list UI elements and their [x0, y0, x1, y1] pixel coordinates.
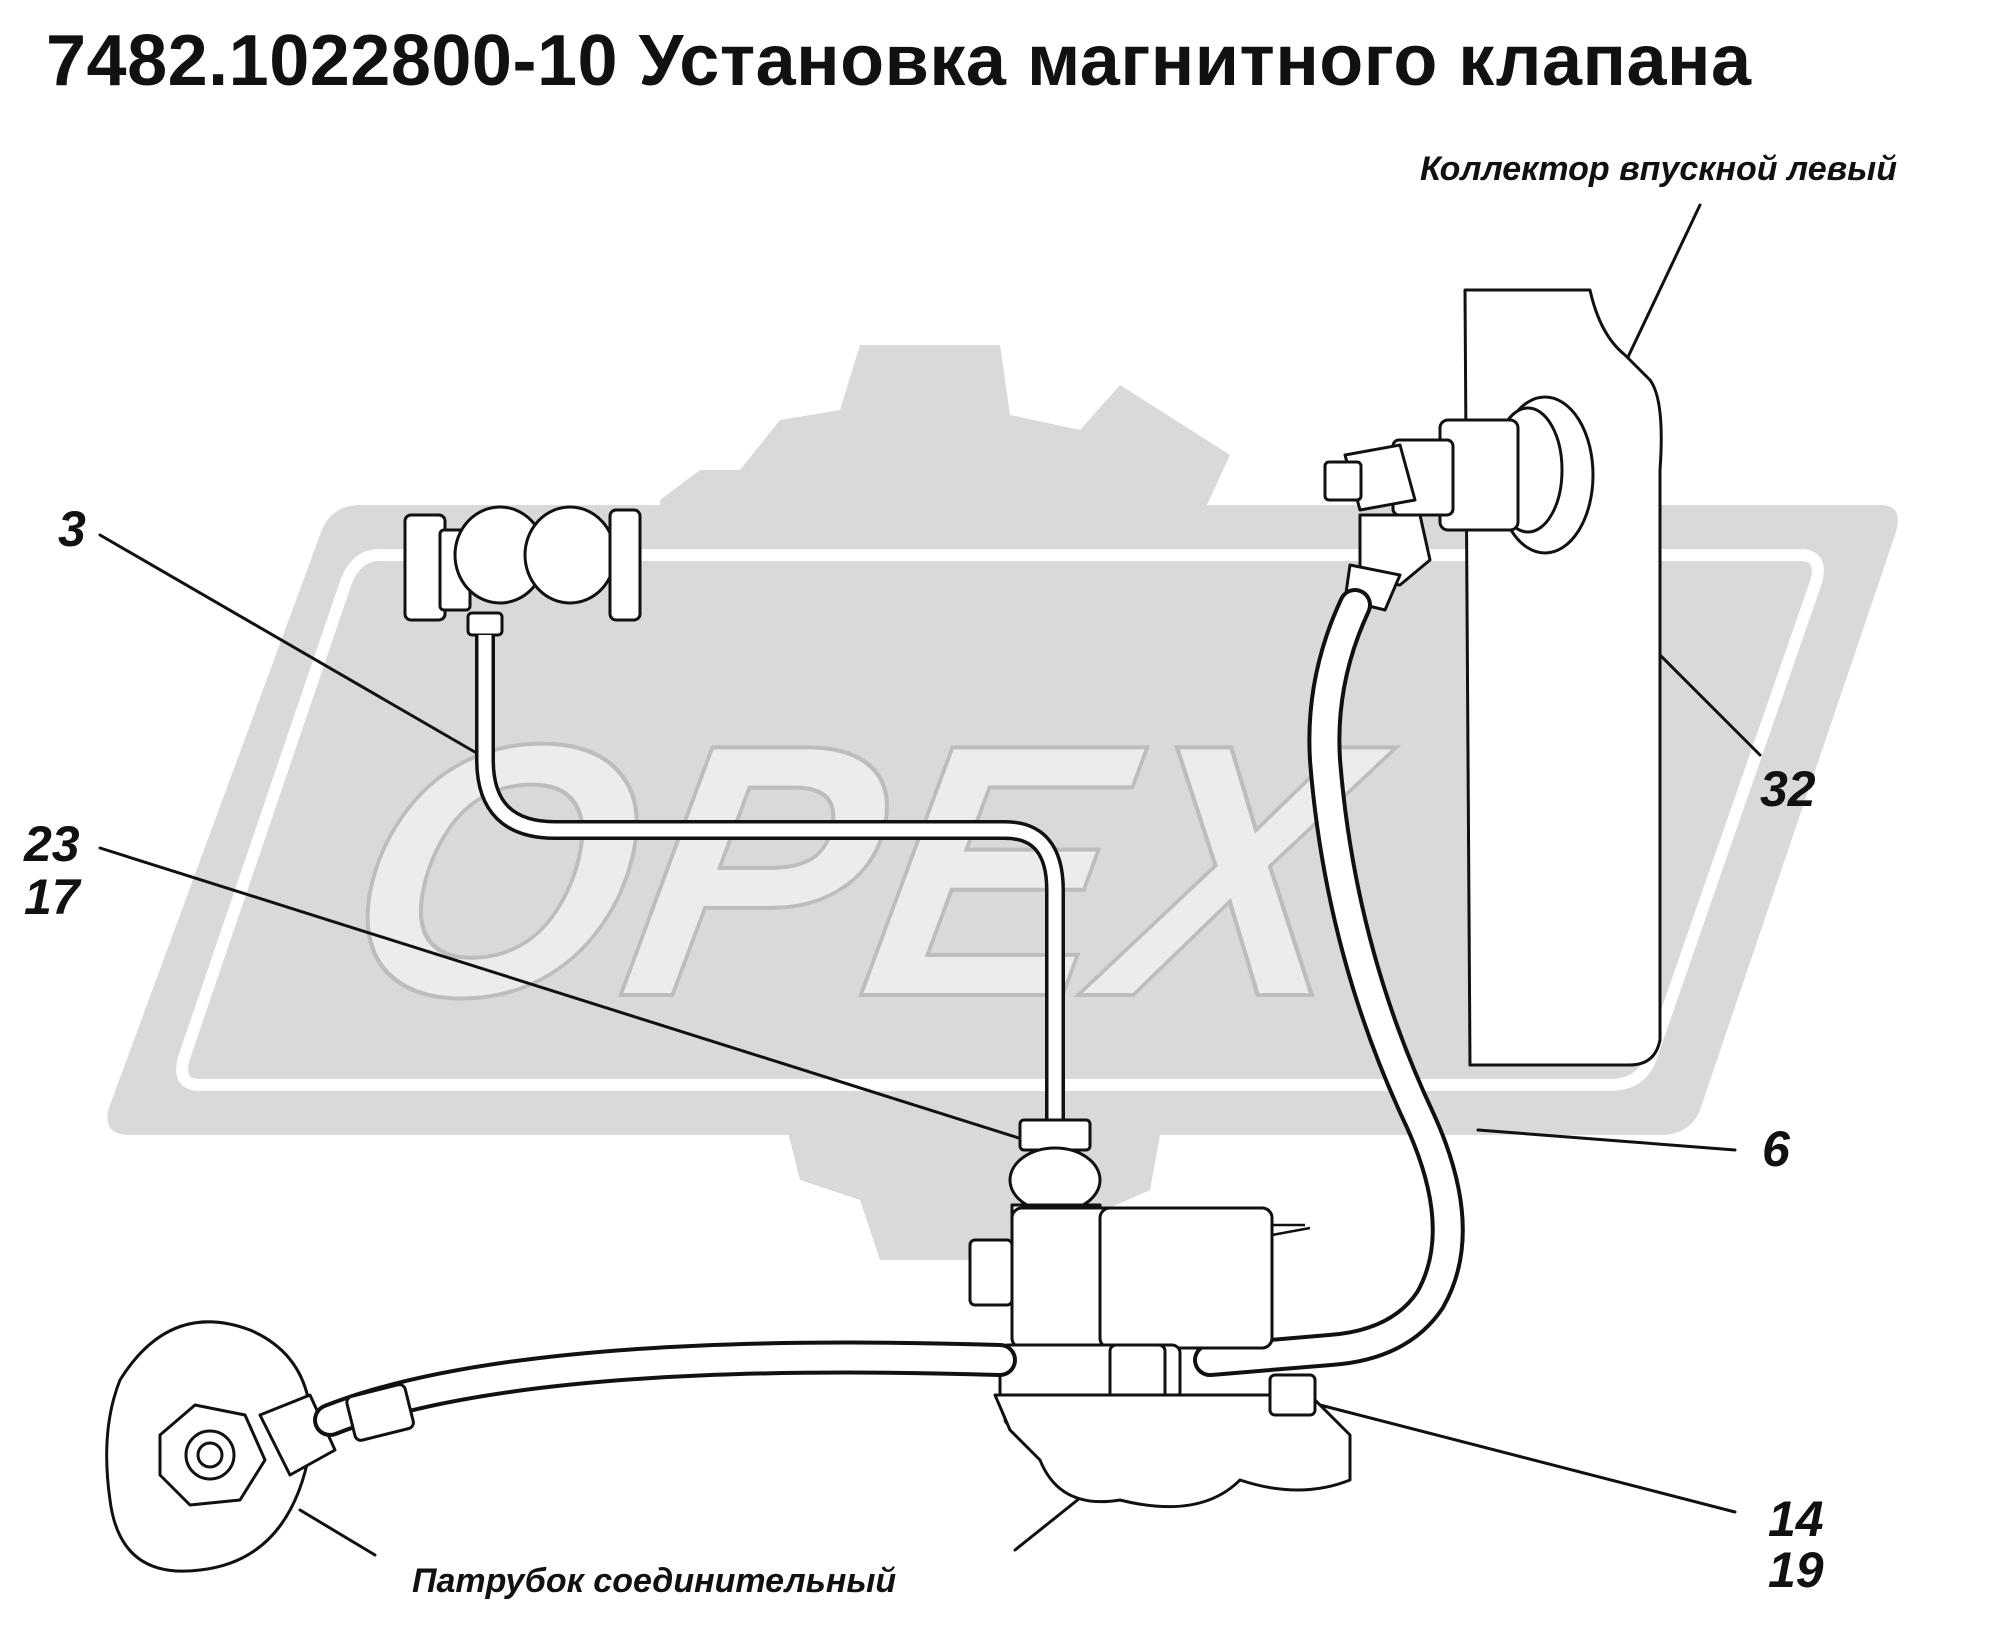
connector-pipe: [105, 1320, 337, 1573]
watermark-text: OPEX: [321, 670, 1411, 1072]
label-pipe-connector: Патрубок соединительный: [412, 1562, 897, 1600]
upper-fitting-3: [403, 505, 642, 637]
callout-32: 32: [1760, 761, 1816, 817]
callout-17: 17: [24, 869, 80, 925]
callout-19: 19: [1768, 1542, 1824, 1598]
manifold-fitting: [1323, 395, 1595, 612]
callout-23: 23: [24, 816, 80, 872]
watermark-plate-frame: [176, 549, 1824, 1091]
page-title: 7482.1022800-10 Установка магнитного кла…: [46, 21, 1752, 101]
callout-3: 3: [58, 501, 86, 557]
label-intake-manifold: Коллектор впускной левый: [1420, 150, 1897, 188]
magnetic-valve: [968, 1118, 1352, 1509]
callout-6: 6: [1762, 1121, 1790, 1177]
callout-14: 14: [1768, 1491, 1824, 1547]
